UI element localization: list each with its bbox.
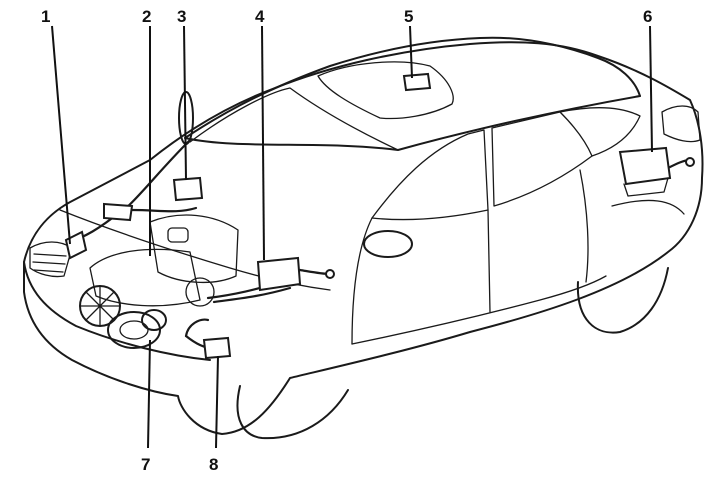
wiring-harness	[66, 138, 692, 350]
component-4	[256, 256, 335, 292]
leader-5	[409, 25, 413, 79]
radiator-fan	[79, 285, 121, 327]
component-5	[402, 72, 432, 92]
car-body	[23, 36, 704, 440]
leader-4	[261, 25, 265, 261]
callout-2: 2	[142, 7, 151, 26]
leader-1	[51, 25, 71, 245]
callout-6: 6	[643, 7, 652, 26]
callout-3: 3	[177, 7, 186, 26]
leader-6	[649, 25, 653, 153]
callout-4: 4	[255, 7, 265, 26]
callout-labels: 1 2 3 4 5 6 7 8	[41, 7, 652, 474]
component-7	[107, 309, 167, 349]
callout-1: 1	[41, 7, 50, 26]
callout-8: 8	[209, 455, 218, 474]
leader-lines	[51, 25, 653, 449]
component-2	[103, 202, 134, 222]
leader-7	[147, 339, 151, 449]
component-8	[202, 336, 232, 360]
engine-bay	[79, 91, 239, 349]
callout-5: 5	[404, 7, 413, 26]
leader-3	[183, 25, 187, 181]
component-1	[64, 230, 88, 260]
component-3	[172, 176, 204, 202]
leader-8	[215, 355, 219, 449]
component-6	[618, 146, 695, 197]
callout-7: 7	[141, 455, 150, 474]
